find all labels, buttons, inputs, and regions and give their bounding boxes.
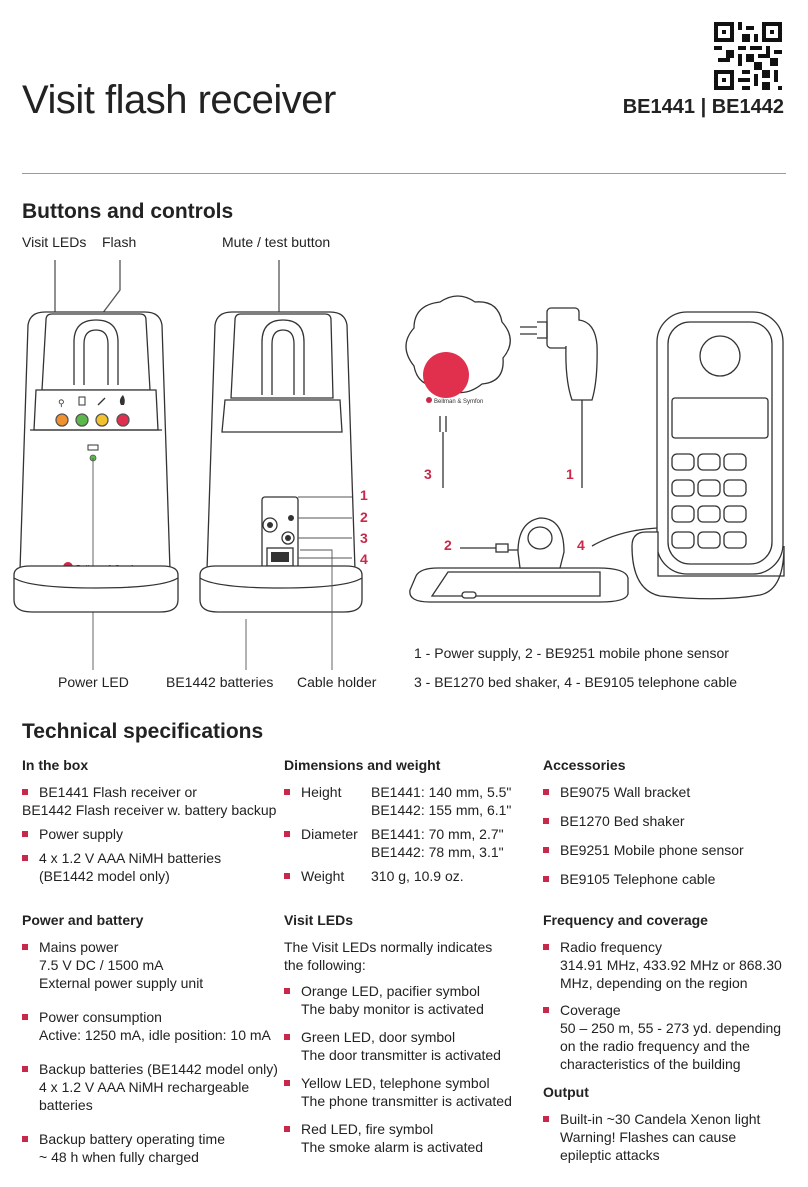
accessories-list: BE9075 Wall bracket BE1270 Bed shaker BE… (543, 783, 788, 888)
page-title: Visit flash receiver (22, 78, 336, 122)
spec-column-1: In the box BE1441 Flash receiver or BE14… (22, 756, 280, 885)
list-item: Coverage 50 – 250 m, 55 - 273 yd. depend… (543, 1001, 788, 1073)
list-item: Backup battery operating time ~ 48 h whe… (22, 1130, 280, 1166)
heading-output: Output (543, 1084, 589, 1100)
header-divider (22, 173, 786, 174)
spec-column-1b: Power and battery Mains power 7.5 V DC /… (22, 911, 280, 1166)
model-numbers: BE1441 | BE1442 (622, 96, 784, 118)
list-item: BE1270 Bed shaker (543, 812, 788, 830)
label-mute-test-button: Mute / test button (222, 234, 331, 250)
mobile-sensor-illustration (409, 517, 629, 603)
section-heading-buttons: Buttons and controls (22, 200, 234, 223)
receiver-front-illustration: ⚲ Bellman & Symfon (13, 311, 179, 670)
qr-code-icon (714, 22, 782, 90)
list-item: BE9105 Telephone cable (543, 870, 788, 888)
heading-frequency: Frequency and coverage (543, 912, 708, 928)
spec-column-2: Dimensions and weight Height BE1441: 140… (284, 756, 534, 885)
heading-power-battery: Power and battery (22, 912, 144, 928)
label-visit-leds: Visit LEDs (22, 234, 87, 250)
label-flash: Flash (102, 234, 137, 250)
legend-line-2: 3 - BE1270 bed shaker, 4 - BE9105 teleph… (414, 674, 738, 690)
list-item: Built-in ~30 Candela Xenon light Warning… (543, 1110, 788, 1164)
telephone-illustration (591, 311, 785, 600)
label-batteries: BE1442 batteries (166, 674, 274, 690)
visit-leds-intro: The Visit LEDs normally indicates the fo… (284, 939, 493, 973)
dimension-row: Weight 310 g, 10.9 oz. (284, 867, 534, 885)
spec-column-2b: Visit LEDs The Visit LEDs normally indic… (284, 911, 534, 1156)
list-item: Radio frequency 314.91 MHz, 433.92 MHz o… (543, 938, 788, 992)
callout-3-right: 3 (424, 466, 432, 482)
list-item: Mains power 7.5 V DC / 1500 mA External … (22, 938, 280, 992)
callout-1-right: 1 (566, 466, 574, 482)
device-illustration: ⚲ Bellman & Symfon (13, 260, 785, 670)
heading-in-the-box: In the box (22, 757, 89, 773)
power-list: Mains power 7.5 V DC / 1500 mA External … (22, 938, 280, 1166)
svg-text:⚲: ⚲ (58, 398, 65, 408)
heading-visit-leds: Visit LEDs (284, 912, 353, 928)
power-supply-illustration (520, 307, 598, 488)
list-item: 4 x 1.2 V AAA NiMH batteries (BE1442 mod… (22, 849, 280, 885)
bed-shaker-illustration: Bellman & Symfon (405, 295, 511, 488)
spec-column-3: Accessories BE9075 Wall bracket BE1270 B… (543, 756, 788, 888)
spec-column-3b: Frequency and coverage Radio frequency 3… (543, 911, 788, 1164)
heading-dimensions: Dimensions and weight (284, 757, 441, 773)
heading-accessories: Accessories (543, 757, 626, 773)
dimension-row: Diameter BE1441: 70 mm, 2.7"BE1442: 78 m… (284, 825, 534, 861)
receiver-back-illustration (199, 311, 363, 670)
section-heading-specs: Technical specifications (22, 720, 264, 743)
callout-4-right: 4 (577, 537, 585, 553)
list-item: Orange LED, pacifier symbol The baby mon… (284, 982, 534, 1018)
label-cable-holder: Cable holder (297, 674, 377, 690)
dimension-row: Height BE1441: 140 mm, 5.5"BE1442: 155 m… (284, 783, 534, 819)
list-item: Backup batteries (BE1442 model only) 4 x… (22, 1060, 280, 1114)
output-list: Built-in ~30 Candela Xenon light Warning… (543, 1110, 788, 1164)
list-item: Green LED, door symbol The door transmit… (284, 1028, 534, 1064)
callout-4: 4 (360, 551, 368, 567)
svg-text:Bellman & Symfon: Bellman & Symfon (434, 399, 483, 405)
list-item: Red LED, fire symbol The smoke alarm is … (284, 1120, 534, 1156)
callout-1: 1 (360, 487, 368, 503)
list-item: BE9251 Mobile phone sensor (543, 841, 788, 859)
visit-leds-list: Orange LED, pacifier symbol The baby mon… (284, 982, 534, 1156)
callout-2: 2 (360, 509, 368, 525)
list-item: BE9075 Wall bracket (543, 783, 788, 801)
legend-line-1: 1 - Power supply, 2 - BE9251 mobile phon… (414, 645, 729, 661)
list-item: Yellow LED, telephone symbol The phone t… (284, 1074, 534, 1110)
list-item: BE1441 Flash receiver or BE1442 Flash re… (22, 783, 280, 819)
dimensions-list: Height BE1441: 140 mm, 5.5"BE1442: 155 m… (284, 783, 534, 885)
label-power-led: Power LED (58, 674, 129, 690)
callout-3: 3 (360, 530, 368, 546)
list-item: Power supply (22, 825, 280, 843)
callout-2-right: 2 (444, 537, 452, 553)
list-item: Power consumption Active: 1250 mA, idle … (22, 1008, 280, 1044)
frequency-list: Radio frequency 314.91 MHz, 433.92 MHz o… (543, 938, 788, 1073)
in-the-box-list: BE1441 Flash receiver or BE1442 Flash re… (22, 783, 280, 885)
